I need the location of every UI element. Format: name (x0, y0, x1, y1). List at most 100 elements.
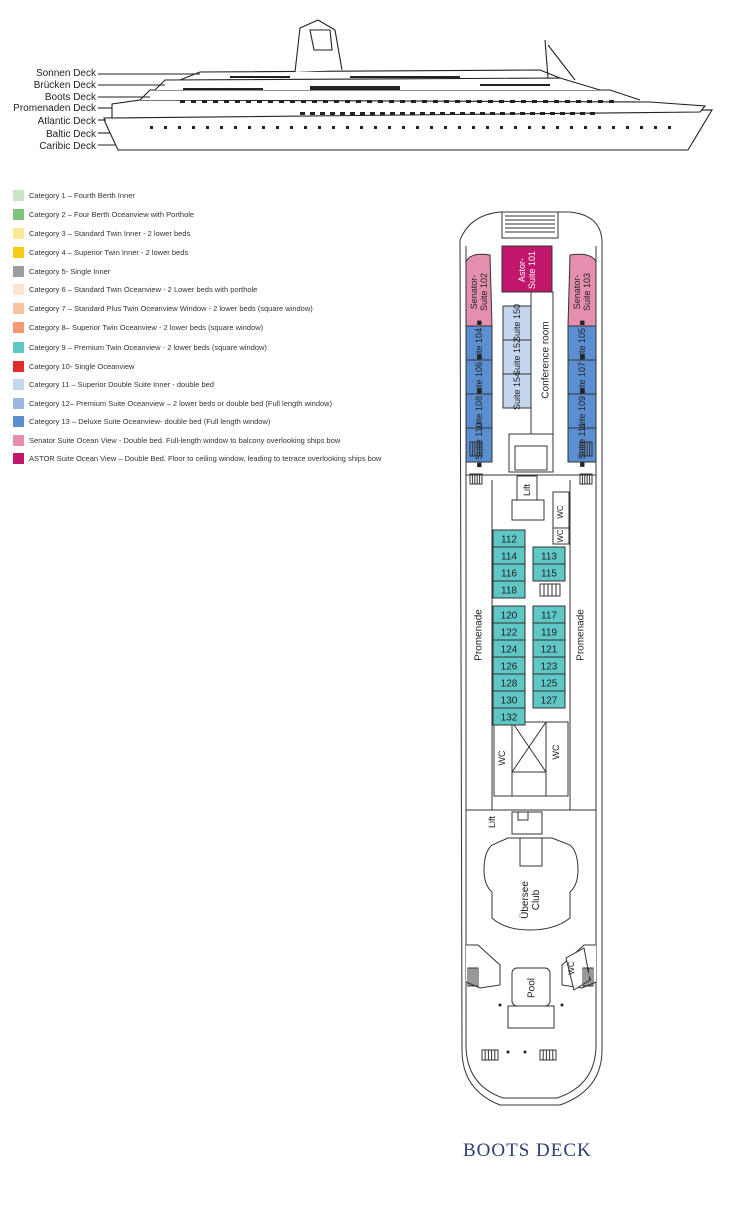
legend-item: Category 4 – Superior Twin Inner - 2 low… (13, 245, 188, 259)
cabin (492, 580, 526, 599)
suite-cabin (567, 325, 597, 361)
legend-swatch (13, 434, 24, 446)
inner-suite-cabin-label: Suite 152 (512, 338, 522, 376)
astor-suite-101-label: Astor-Suite 101 (517, 251, 537, 289)
legend-item: Category 2 – Four Berth Oceanview with P… (13, 207, 194, 221)
svg-text:WC: WC (551, 744, 561, 759)
svg-text:WC: WC (556, 529, 565, 543)
svg-text:Suite 109 ■: Suite 109 ■ (577, 388, 587, 434)
deck-label-sonnen: Sonnen Deck (35, 68, 96, 79)
svg-text:Senator-: Senator- (572, 275, 582, 310)
conference-room-label: Conference room (541, 321, 552, 398)
lift-label: Lift (522, 484, 532, 497)
svg-text:Lift: Lift (487, 816, 497, 829)
suite-cabin-label: Suite 107 ■ (577, 354, 587, 400)
legend-swatch (13, 302, 24, 314)
legend-swatch (13, 415, 24, 427)
svg-text:Suite 150: Suite 150 (512, 304, 522, 342)
inner-suite-cabin-label: Suite 150 (512, 304, 522, 342)
legend-swatch (13, 227, 24, 239)
suite-cabin (567, 359, 597, 395)
lift-label: Lift (487, 816, 497, 829)
inner-suite-cabin (502, 373, 532, 409)
cabin (532, 563, 566, 582)
page-title: BOOTS DECK (463, 1140, 592, 1161)
svg-text:Suite 105 ■: Suite 105 ■ (577, 320, 587, 366)
legend-label: Category 11 – Superior Double Suite Inne… (29, 379, 214, 389)
deck-label-bruecken: Brücken Deck (33, 80, 96, 91)
deck-label-caribic: Caribic Deck (39, 141, 96, 152)
suite-cabin-label: Suite 104 ■ (474, 320, 484, 366)
senator-suite-102 (465, 253, 493, 327)
ship-profile (98, 19, 713, 151)
suite-cabin-label: Suite 105 ■ (577, 320, 587, 366)
cabin-number: 121 (541, 645, 558, 656)
legend-swatch (13, 452, 24, 464)
svg-text:Suite 108 ■: Suite 108 ■ (474, 388, 484, 434)
deck-label-atlantic: Atlantic Deck (37, 116, 96, 127)
suite-cabin-label: Suite 109 ■ (577, 388, 587, 434)
cabin-number: 113 (541, 552, 557, 563)
svg-text:Suite 101: Suite 101 (527, 251, 537, 289)
legend-item: Category 1 – Fourth Berth Inner (13, 188, 135, 202)
legend-label: Category 5- Single Inner (29, 266, 111, 276)
legend-label: Category 8– Superior Twin Oceanview - 2 … (29, 322, 264, 332)
legend-item: Senator Suite Ocean View - Double bed. F… (13, 433, 340, 447)
legend-item: Category 8– Superior Twin Oceanview - 2 … (13, 320, 263, 334)
legend-label: Category 6 – Standard Twin Oceanview - 2… (29, 284, 258, 294)
svg-text:Übersee: Übersee (519, 881, 531, 919)
legend-swatch (13, 397, 24, 409)
deck-label-promenaden: Promenaden Deck (13, 103, 96, 114)
svg-text:Astor-: Astor- (517, 258, 527, 282)
legend-item: Category 9 – Premium Twin Oceanview - 2 … (13, 340, 267, 354)
svg-text:WC: WC (567, 961, 576, 975)
senator-suite-103-label: Senator-Suite 103 (572, 273, 592, 311)
suite-cabin (465, 359, 493, 395)
inner-suite-cabin-label: Suite 154 (512, 372, 522, 410)
svg-text:Lift: Lift (522, 484, 532, 497)
legend-label: Category 13 – Deluxe Suite Oceanview- do… (29, 416, 271, 426)
legend-item: Category 7 – Standard Plus Twin Oceanvie… (13, 301, 313, 315)
astor-suite-101 (501, 245, 553, 293)
suite-cabin-label: Suite 106 ■ (474, 354, 484, 400)
legend-swatch (13, 378, 24, 390)
legend-label: Category 3 – Standard Twin Inner - 2 low… (29, 228, 191, 238)
svg-text:Promenade: Promenade (474, 609, 485, 661)
cabin-number: 115 (541, 569, 557, 580)
legend-swatch (13, 246, 24, 258)
svg-text:Senator-: Senator- (469, 275, 479, 310)
legend-swatch (13, 360, 24, 372)
legend-label: ASTOR Suite Ocean View – Double Bed. Flo… (29, 453, 382, 463)
svg-text:Suite 152: Suite 152 (512, 338, 522, 376)
svg-text:Suite 106 ■: Suite 106 ■ (474, 354, 484, 400)
cabin-number: 130 (501, 696, 518, 707)
cabin-number: 120 (501, 611, 518, 622)
cabin-number: 118 (501, 586, 517, 597)
cabin-number: 126 (501, 662, 518, 673)
deck-label-baltic: Baltic Deck (45, 129, 96, 140)
inner-suite-cabin (502, 305, 532, 341)
cabin-number: 117 (541, 611, 557, 622)
legend-swatch (13, 208, 24, 220)
legend-item: Category 13 – Deluxe Suite Oceanview- do… (13, 414, 270, 428)
wc-label: WC (497, 750, 507, 765)
cabin-number: 123 (541, 662, 558, 673)
cabin-number: 127 (541, 696, 558, 707)
legend-swatch (13, 189, 24, 201)
cabin-number: 122 (501, 628, 518, 639)
svg-text:Pool: Pool (527, 978, 538, 998)
pool-label: Pool (527, 978, 538, 998)
suite-cabin-label: Suite 108 ■ (474, 388, 484, 434)
legend-item: Category 10- Single Oceanview (13, 359, 134, 373)
legend-label: Category 7 – Standard Plus Twin Oceanvie… (29, 303, 313, 313)
svg-text:Suite 102: Suite 102 (479, 273, 489, 311)
legend-swatch (13, 283, 24, 295)
deck-label-boots: Boots Deck (44, 92, 96, 103)
legend-swatch (13, 265, 24, 277)
legend-label: Category 12– Premium Suite Oceanview – 2… (29, 398, 333, 408)
wc-label: WC (551, 744, 561, 759)
svg-text:Suite 103: Suite 103 (582, 273, 592, 311)
cabin (492, 707, 526, 726)
